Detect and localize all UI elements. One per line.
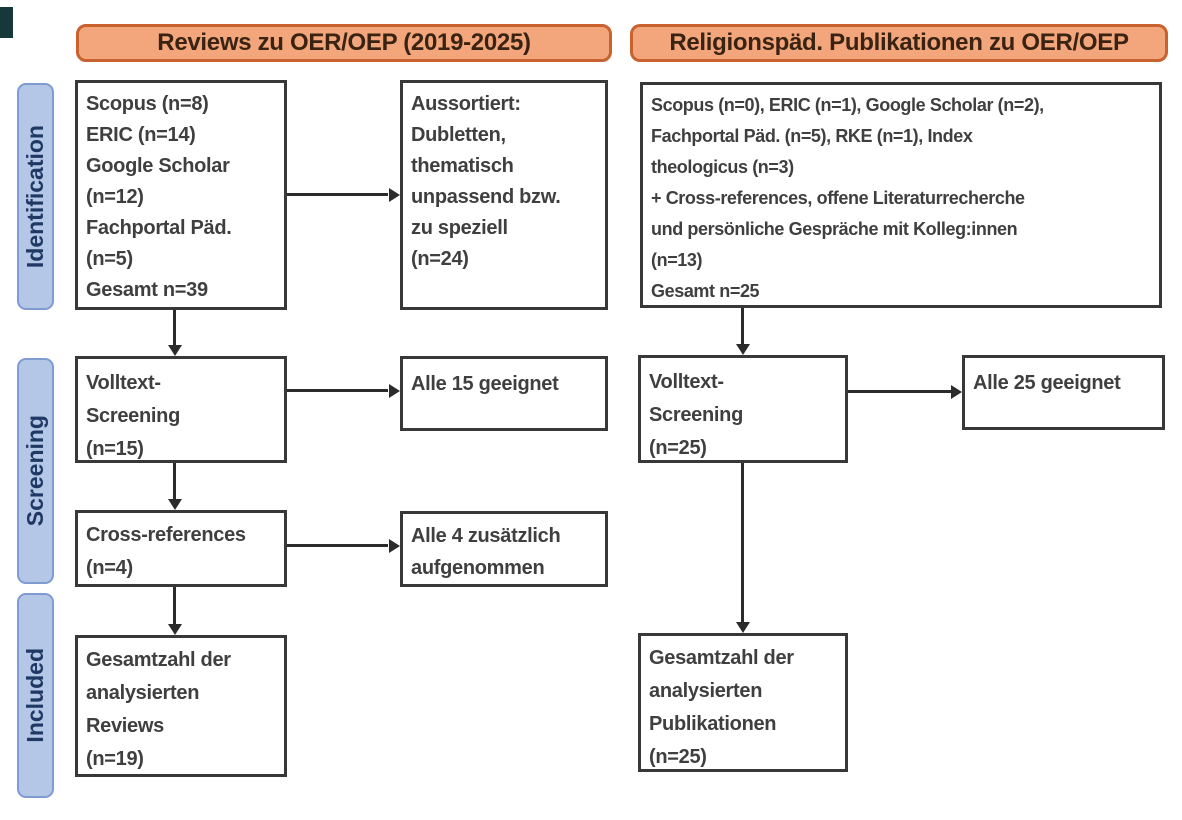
stage-label-screening-text: Screening bbox=[22, 415, 48, 527]
stage-label-included: Included bbox=[17, 593, 54, 798]
box-right-identification: Scopus (n=0), ERIC (n=1), Google Scholar… bbox=[640, 82, 1162, 308]
box-left-cross-references: Cross-references (n=4) bbox=[75, 510, 287, 587]
box-left-included-total: Gesamtzahl der analysierten Reviews (n=1… bbox=[75, 635, 287, 777]
box-right-fulltext-screening: Volltext- Screening (n=25) bbox=[638, 355, 848, 463]
box-left-excluded: Aussortiert: Dubletten, thematisch unpas… bbox=[400, 80, 608, 310]
box-left-fulltext-screening: Volltext- Screening (n=15) bbox=[75, 356, 287, 463]
box-right-eligible: Alle 25 geeignet bbox=[962, 355, 1165, 430]
stage-label-screening: Screening bbox=[17, 358, 54, 584]
stage-label-identification: Identification bbox=[17, 83, 54, 310]
box-left-eligible: Alle 15 geeignet bbox=[400, 356, 608, 431]
box-left-added: Alle 4 zusätzlich aufgenommen bbox=[400, 511, 608, 587]
column-header-reviews: Reviews zu OER/OEP (2019-2025) bbox=[76, 24, 612, 62]
stage-label-identification-text: Identification bbox=[22, 124, 48, 269]
box-left-identification: Scopus (n=8) ERIC (n=14) Google Scholar … bbox=[75, 80, 287, 310]
column-header-publikationen: Religionspäd. Publikationen zu OER/OEP bbox=[630, 24, 1168, 62]
stage-label-included-text: Included bbox=[22, 648, 48, 743]
box-right-included-total: Gesamtzahl der analysierten Publikatione… bbox=[638, 633, 848, 772]
corner-artifact bbox=[0, 7, 13, 38]
